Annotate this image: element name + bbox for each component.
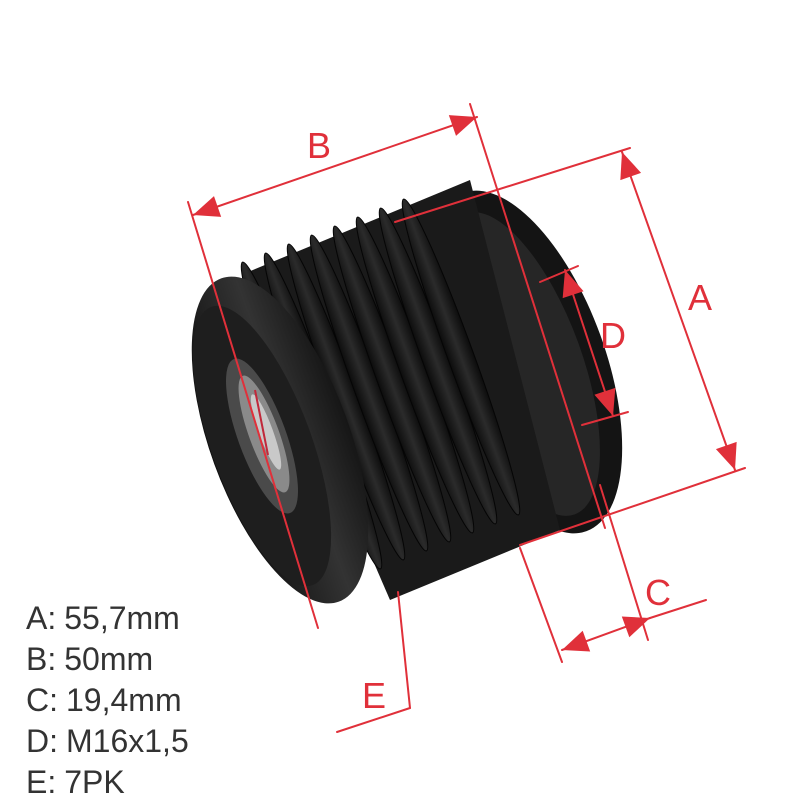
spec-item-d: D:M16x1,5: [26, 723, 189, 759]
front-bore-inner: [250, 394, 282, 470]
spec-item-e: E:7PK: [26, 764, 125, 800]
c-leader-line: [649, 599, 707, 619]
spec-value: 50mm: [64, 641, 154, 677]
b-extension-line-left: [187, 201, 319, 629]
spec-key: B: [26, 641, 48, 677]
front-bore-mark: [254, 389, 269, 456]
a-arrow-top: [620, 152, 642, 181]
spec-key: C: [26, 682, 50, 718]
a-extension-line-bottom: [519, 467, 746, 546]
d-arrow-top: [562, 270, 584, 299]
spec-value: 55,7mm: [64, 600, 180, 636]
e-leader-base: [336, 707, 411, 733]
dimension-lines: [187, 103, 746, 733]
c-extension-line-left: [519, 547, 563, 663]
dimension-label-a: A: [688, 277, 712, 318]
spec-value: M16x1,5: [66, 723, 189, 759]
d-extension-line-bottom: [581, 411, 629, 426]
spec-item-b: B:50mm: [26, 641, 154, 677]
dimension-label-d: D: [600, 315, 626, 356]
dimension-label-c: C: [645, 572, 671, 613]
spec-key: D: [26, 723, 50, 759]
spec-value: 19,4mm: [66, 682, 182, 718]
spec-item-c: C:19,4mm: [26, 682, 182, 718]
spec-key: A: [26, 600, 48, 636]
dimension-label-e: E: [362, 675, 386, 716]
dimension-label-b: B: [307, 125, 331, 166]
spec-list: A:55,7mm B:50mm C:19,4mm D:M16x1,5 E:7PK: [26, 598, 189, 803]
e-leader-line: [397, 591, 411, 709]
a-extension-line-top: [394, 147, 631, 223]
pulley-body: [191, 180, 623, 604]
d-arrow-bottom: [594, 387, 616, 416]
a-dimension-line: [621, 151, 736, 471]
a-arrow-bottom: [715, 441, 737, 470]
spec-item-a: A:55,7mm: [26, 600, 180, 636]
d-extension-line-top: [539, 265, 579, 283]
b-extension-line-right: [469, 103, 606, 529]
c-arrow-left: [562, 630, 591, 652]
pulley-rib: [401, 198, 521, 516]
b-arrow-left: [193, 196, 222, 217]
b-arrow-right: [448, 115, 477, 136]
spec-value: 7PK: [64, 764, 125, 800]
spec-key: E: [26, 764, 48, 800]
c-arrow-right: [621, 616, 650, 638]
b-dimension-line: [192, 116, 478, 216]
c-extension-line-right: [599, 484, 649, 641]
